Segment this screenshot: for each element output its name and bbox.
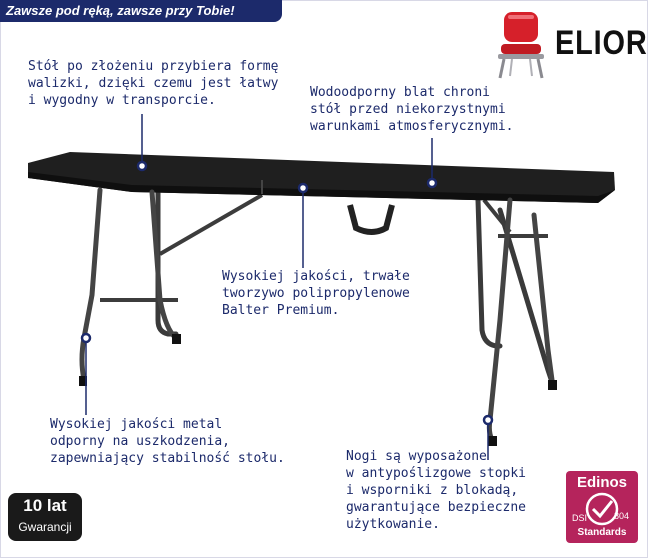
carry-handle <box>347 204 395 235</box>
warranty-years: 10 lat <box>23 496 67 515</box>
front-left-legs <box>79 187 179 383</box>
certificate-check-icon <box>585 492 619 526</box>
annotation-metal: Wysokiej jakości metal odporny na uszkod… <box>50 417 285 466</box>
slogan-text: Zawsze pod ręką, zawsze przy Tobie! <box>6 3 235 18</box>
brand-logo-text: ELIOR <box>555 24 648 62</box>
chair-logo-icon <box>498 12 544 79</box>
annotation-dots <box>80 160 494 426</box>
annotation-pointers <box>85 114 489 460</box>
certificate-code-right: 804 <box>614 511 630 521</box>
edinos-certificate-badge: Edinos DSI 804 Standards <box>566 471 638 543</box>
certificate-code-left: DSI <box>572 513 588 523</box>
annotation-legs: Nogi są wyposażone w antypoślizgowe stop… <box>346 449 527 532</box>
warranty-badge: 10 lat Gwarancji <box>8 493 82 541</box>
certificate-label: Standards <box>577 527 627 538</box>
annotation-material: Wysokiej jakości, trwałe tworzywo polipr… <box>222 269 410 318</box>
edinos-brand: Edinos <box>576 474 627 491</box>
annotation-waterproof: Wodoodporny blat chroni stół przed nieko… <box>310 85 514 134</box>
slogan-banner: Zawsze pod ręką, zawsze przy Tobie! <box>0 0 282 22</box>
table-top-edge <box>28 172 615 203</box>
warranty-label: Gwarancji <box>18 520 72 534</box>
annotation-fold: Stół po złożeniu przybiera formę walizki… <box>28 59 279 108</box>
